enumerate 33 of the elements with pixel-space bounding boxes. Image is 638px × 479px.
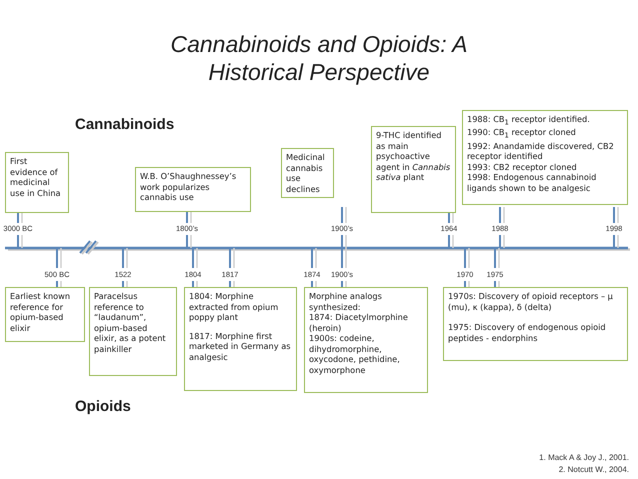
box-text: Paracelsus reference to “laudanum”, opium-based elixir, as a potent painkiller	[94, 291, 167, 354]
box-text: Earliest known reference for opium-based elixir	[10, 291, 72, 333]
box-text: 1975: Discovery of endogenous opioid peptides - endorphins	[448, 322, 607, 343]
box-text: Morphine analogs synthesized:	[309, 291, 383, 312]
text-box	[5, 152, 69, 213]
box-text: 1993: CB2 receptor cloned	[467, 162, 578, 172]
box-text: 1874: Diacetylmorphine (heroin)	[309, 312, 409, 333]
box-text: 1804: Morphine extracted from opium poppy plant	[189, 291, 280, 322]
box-text: Medicinal cannabis use declines	[286, 152, 326, 194]
box-text: W.B. O’Shaughnessey’s work popularizes cannabis use	[140, 171, 238, 202]
box-text: First evidence of medicinal use in China	[10, 156, 62, 198]
section-heading: Cannabinoids	[75, 116, 174, 133]
text-box	[304, 287, 428, 393]
text-box	[135, 167, 251, 212]
text-box	[281, 148, 334, 198]
box-text: 1992: Anandamide discovered, CB2 receptor identified	[467, 140, 615, 162]
title: Cannabinoids and Opioids: A Historical Perspective	[169, 30, 469, 86]
box-text: 9-THC identified as main psychoactive agent in Cannabis sativa plant	[376, 130, 451, 182]
box-text: 1900s: codeine, dihydromorphine, oxycodone, pethidine, oxymorphone	[309, 333, 401, 375]
reference-note: 1. Mack A & Joy J., 2001.	[539, 453, 629, 462]
reference-note: 2. Notcutt W., 2004.	[558, 465, 629, 474]
section-heading: Opioids	[75, 398, 131, 415]
text-box	[371, 126, 456, 213]
text-box	[462, 110, 628, 205]
box-text: 1817: Morphine first marketed in Germany as analgesic	[189, 330, 292, 362]
text-box	[443, 287, 628, 361]
box-text: 1970s: Discovery of opioid receptors – μ (mu), κ (kappa), δ (delta)	[448, 291, 614, 312]
text-box	[89, 287, 177, 376]
box-text: 1998: Endogenous cannabinoid ligands shown to be analgesic	[467, 172, 598, 194]
box-text: 1990: CB$_{1}$ receptor cloned	[467, 127, 577, 141]
text-box	[5, 287, 85, 342]
box-text: 1988: CB$_{1}$ receptor identified.	[467, 114, 591, 128]
text-box	[184, 287, 297, 391]
